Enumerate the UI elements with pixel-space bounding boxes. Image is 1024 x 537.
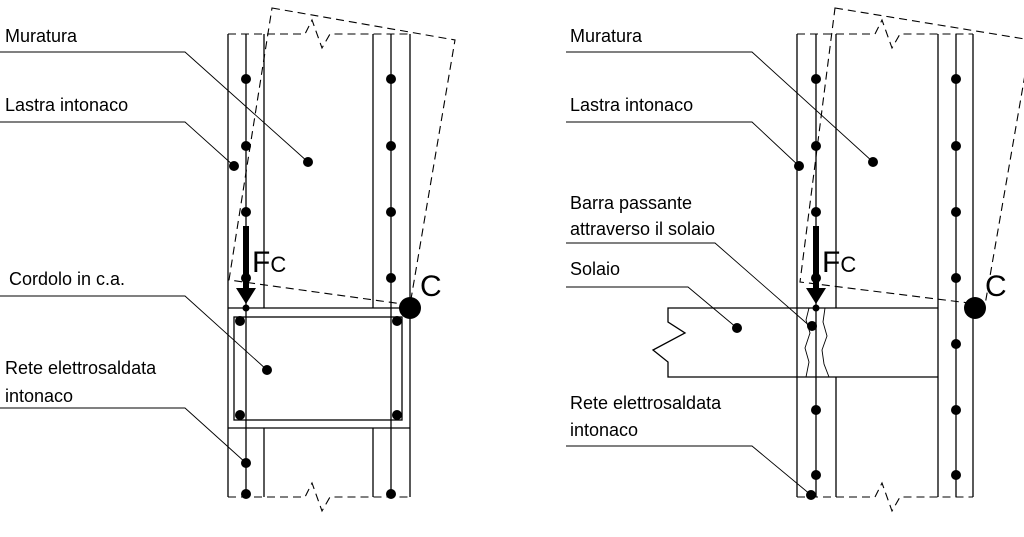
label-muratura: Muratura xyxy=(5,26,78,46)
label-rete-elettrosaldata-line2: intonaco xyxy=(5,386,73,406)
leader-line xyxy=(566,121,800,167)
label-barra-passante: Barra passante xyxy=(570,193,692,213)
leader-line xyxy=(566,242,813,329)
solaio-slab xyxy=(651,307,938,378)
left-detail-cordolo: FC C Muratura Lastra intonaco Cordolo in… xyxy=(0,7,456,513)
force-label: FC xyxy=(822,246,856,279)
leader-line xyxy=(566,286,738,329)
label-rete-elettrosaldata: Rete elettrosaldata xyxy=(570,393,722,413)
force-arrow xyxy=(806,226,826,304)
label-muratura: Muratura xyxy=(570,26,643,46)
label-lastra-intonaco: Lastra intonaco xyxy=(570,95,693,115)
force-label: FC xyxy=(252,246,286,279)
leader-line xyxy=(0,407,247,464)
pivot-point xyxy=(964,297,986,319)
leader-line xyxy=(566,445,812,496)
right-detail-solaio: FC C Muratura Lastra intonaco Barra pass… xyxy=(566,7,1024,513)
pivot-label: C xyxy=(420,270,442,303)
leader-line xyxy=(0,121,235,167)
leader-line xyxy=(566,51,874,163)
pivot-point xyxy=(399,297,421,319)
label-solaio: Solaio xyxy=(570,259,620,279)
right-rotated-wall-outline xyxy=(799,7,1024,306)
cordolo-section xyxy=(228,307,410,429)
label-cordolo: Cordolo in c.a. xyxy=(9,269,125,289)
label-barra-passante-line2: attraverso il solaio xyxy=(570,219,715,239)
pivot-label: C xyxy=(985,270,1007,303)
label-rete-elettrosaldata-line2: intonaco xyxy=(570,420,638,440)
left-rotated-wall-outline xyxy=(228,7,456,306)
label-rete-elettrosaldata: Rete elettrosaldata xyxy=(5,358,157,378)
leader-line xyxy=(0,295,268,371)
force-arrow xyxy=(236,226,256,304)
leader-line xyxy=(0,51,309,163)
label-lastra-intonaco: Lastra intonaco xyxy=(5,95,128,115)
